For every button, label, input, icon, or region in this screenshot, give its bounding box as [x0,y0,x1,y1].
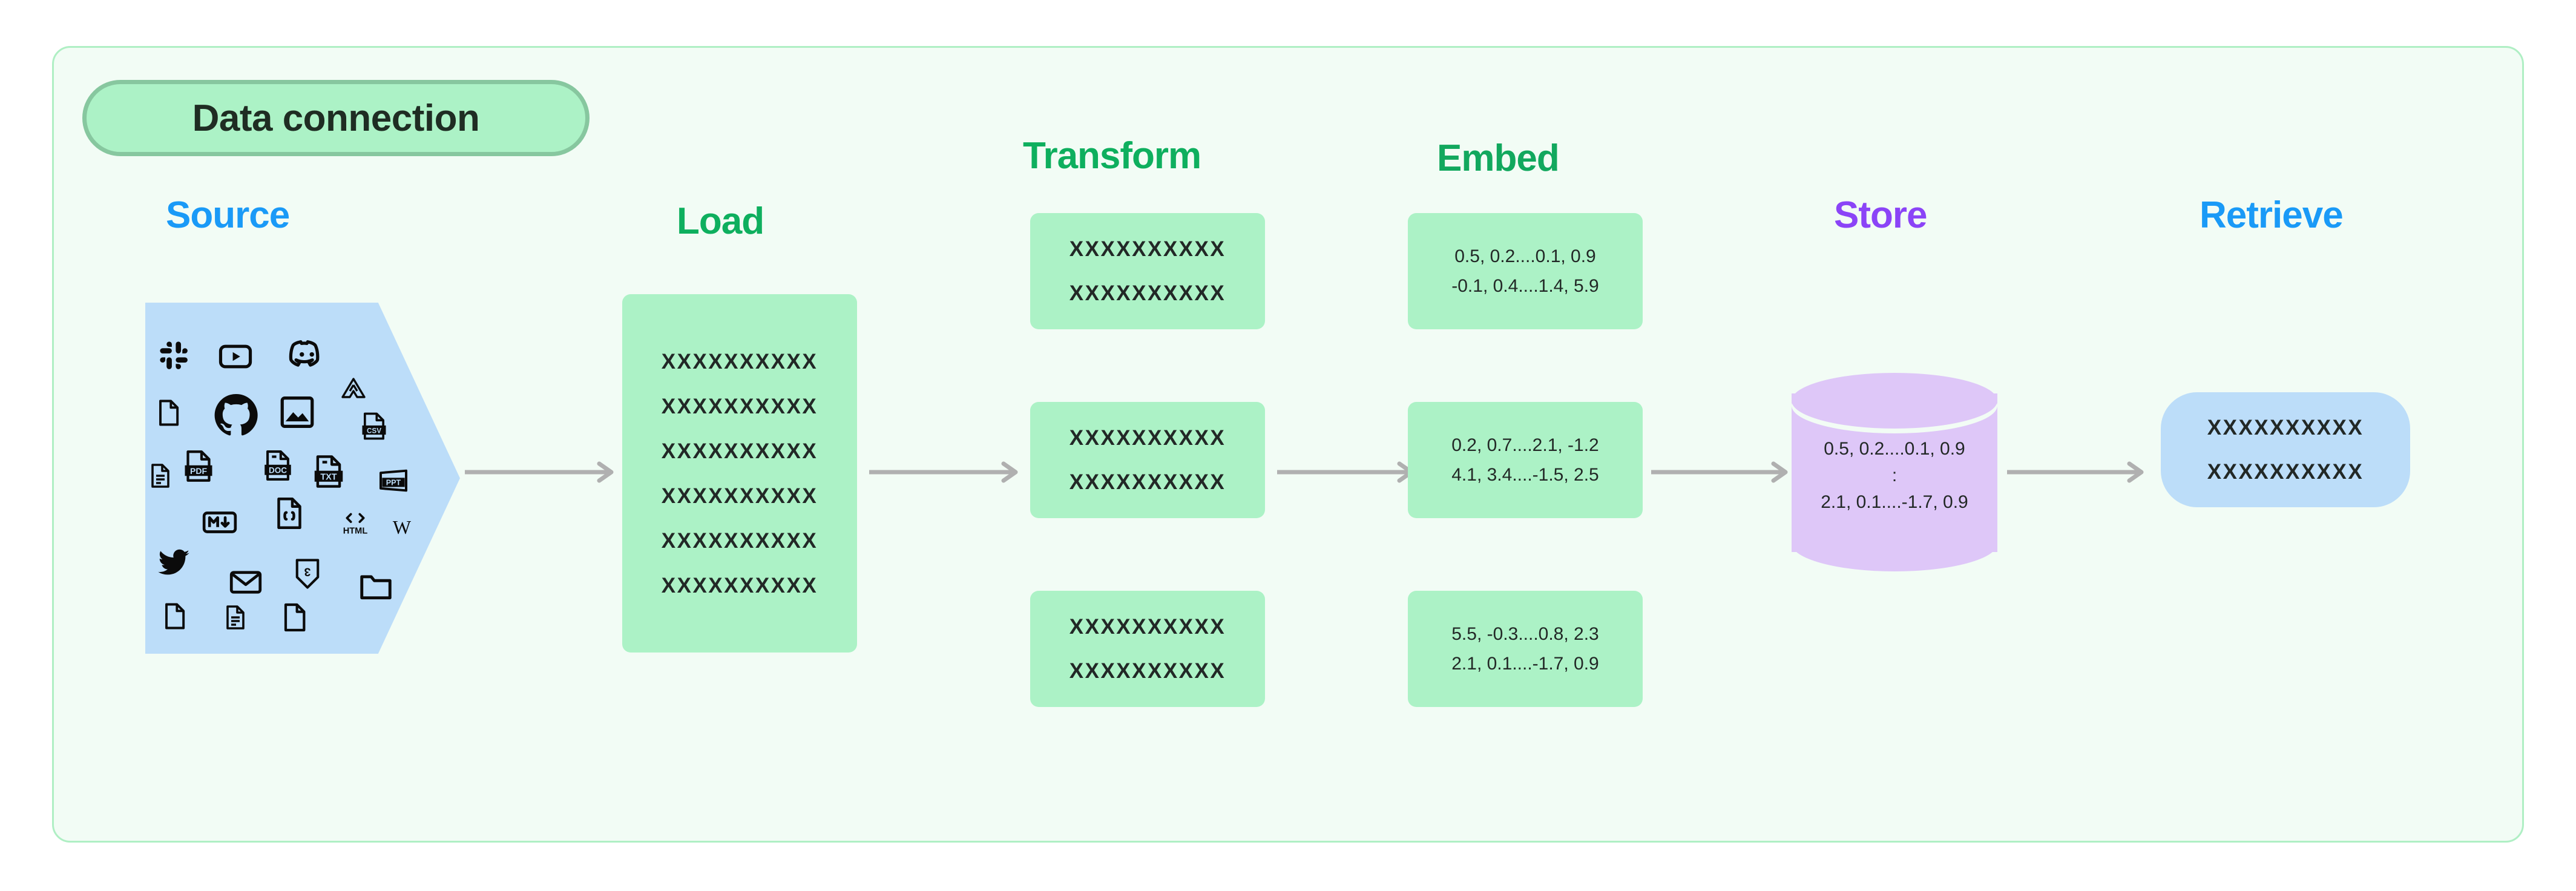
load-row: XXXXXXXXXX [661,484,818,508]
stage-label-store: Store [1834,194,1927,236]
transform-box: XXXXXXXXXX XXXXXXXXXX [1030,402,1265,518]
embed-box: 5.5, -0.3....0.8, 2.3 2.1, 0.1....-1.7, … [1408,591,1643,707]
file-blank-icon [153,397,184,429]
retrieve-row: XXXXXXXXXX [2207,416,2364,439]
arrow-embed-to-store [1651,460,1802,496]
load-row: XXXXXXXXXX [661,528,818,553]
ppt-file-icon: PPT [376,464,410,498]
cylinder-bottom [1792,516,1997,571]
txt-file-icon: TXT [310,453,347,490]
file-blank-icon [159,600,190,632]
youtube-icon [217,338,254,375]
data-connection-title-pill: Data connection [82,80,590,156]
embed-box: 0.5, 0.2....0.1, 0.9 -0.1, 0.4....1.4, 5… [1408,213,1643,329]
embed-row: 4.1, 3.4....-1.5, 2.5 [1451,465,1599,485]
load-row: XXXXXXXXXX [661,349,818,373]
transform-row: XXXXXXXXXX [1069,426,1226,450]
image-icon [277,392,317,432]
embed-box: 0.2, 0.7....2.1, -1.2 4.1, 3.4....-1.5, … [1408,402,1643,518]
code-braces-file-icon [271,495,307,531]
stage-label-load: Load [677,200,764,242]
css3-icon: 3 [292,557,323,591]
slack-icon [159,340,190,372]
store-row: 0.5, 0.2....0.1, 0.9 [1824,439,1965,459]
folder-icon [357,567,395,604]
transform-row: XXXXXXXXXX [1069,281,1226,305]
cylinder-text: 0.5, 0.2....0.1, 0.9 : 2.1, 0.1....-1.7,… [1792,438,1997,513]
arrow-load-to-transform [869,460,1020,496]
svg-text:W: W [393,516,412,538]
page-title: Data connection [192,97,480,139]
transform-box: XXXXXXXXXX XXXXXXXXXX [1030,213,1265,329]
svg-text:PDF: PDF [190,466,207,476]
transform-row: XXXXXXXXXX [1069,615,1226,639]
file-blank-icon [277,600,311,634]
email-icon [228,564,264,600]
transform-row: XXXXXXXXXX [1069,659,1226,683]
svg-text:HTML: HTML [343,526,368,536]
store-row: 2.1, 0.1....-1.7, 0.9 [1821,492,1968,512]
google-drive-icon [339,375,368,404]
arrow-store-to-retrieve [2007,460,2158,496]
data-connection-card [52,46,2524,843]
arrow-transform-to-embed [1277,460,1428,496]
embed-row: 5.5, -0.3....0.8, 2.3 [1451,623,1599,644]
svg-text:TXT: TXT [320,472,337,482]
wikipedia-icon: W [387,512,416,541]
svg-text:3: 3 [304,565,310,578]
transform-row: XXXXXXXXXX [1069,237,1226,261]
svg-text:DOC: DOC [269,466,287,475]
load-row: XXXXXXXXXX [661,573,818,597]
markdown-icon [201,504,238,541]
retrieve-row: XXXXXXXXXX [2207,460,2364,484]
stage-label-source: Source [166,194,290,236]
load-row: XXXXXXXXXX [661,439,818,463]
source-icon-grid: CSV PDF DOC [145,303,460,654]
embed-row: 0.5, 0.2....0.1, 0.9 [1454,246,1596,266]
arrow-source-to-load [465,460,616,496]
github-icon [212,391,260,439]
embed-row: -0.1, 0.4....1.4, 5.9 [1451,276,1599,296]
html-icon: HTML [337,508,374,538]
store-cylinder: 0.5, 0.2....0.1, 0.9 : 2.1, 0.1....-1.7,… [1792,373,1997,573]
transform-box: XXXXXXXXXX XXXXXXXXXX [1030,591,1265,707]
cylinder-top [1792,373,1997,429]
load-row: XXXXXXXXXX [661,394,818,418]
discord-icon [287,334,327,374]
file-text-lines-icon [220,603,249,632]
embed-row: 2.1, 0.1....-1.7, 0.9 [1451,654,1599,674]
file-text-lines-icon [145,461,174,490]
csv-file-icon: CSV [358,410,390,442]
doc-file-icon: DOC [260,448,295,483]
embed-row: 0.2, 0.7....2.1, -1.2 [1451,435,1599,455]
svg-text:CSV: CSV [367,427,381,435]
stage-label-embed: Embed [1437,137,1560,179]
store-row: : [1891,465,1898,485]
pdf-file-icon: PDF [180,448,217,484]
svg-text:PPT: PPT [386,478,401,487]
stage-label-transform: Transform [1023,135,1201,177]
twitter-icon [155,545,192,582]
stage-label-retrieve: Retrieve [2200,194,2344,236]
transform-row: XXXXXXXXXX [1069,470,1226,494]
retrieve-box: XXXXXXXXXX XXXXXXXXXX [2161,392,2410,507]
load-box: XXXXXXXXXX XXXXXXXXXX XXXXXXXXXX XXXXXXX… [622,294,857,653]
